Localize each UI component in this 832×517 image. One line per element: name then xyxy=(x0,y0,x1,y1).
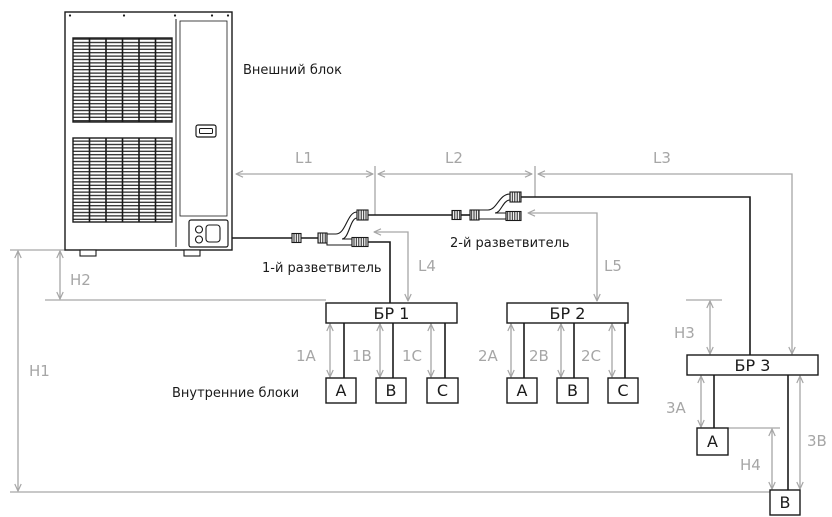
branch-2-label: 2-й разветвитель xyxy=(450,236,570,251)
height-label-h3: H3 xyxy=(674,324,695,342)
run-label-3b: 3B xyxy=(807,432,827,450)
connector xyxy=(351,236,369,248)
distribution-box-label: БР 3 xyxy=(735,356,771,375)
pipe-branch2-to-br3 xyxy=(521,196,751,355)
indoor-unit-br3-b: B xyxy=(769,489,801,516)
distribution-box-3: БР 3 xyxy=(686,354,819,376)
length-label-l3: L3 xyxy=(653,149,671,167)
dimension-arrow-l4 xyxy=(374,232,408,301)
indoor-unit-label: A xyxy=(707,432,718,451)
indoor-unit-label: C xyxy=(437,381,448,400)
fan-grille-bottom xyxy=(72,137,173,223)
indoor-unit-br1-a: A xyxy=(325,377,357,404)
connector xyxy=(291,232,302,244)
indoor-units-label: Внутренние блоки xyxy=(172,386,299,401)
run-label-1b: 1B xyxy=(352,347,372,365)
run-label-2a: 2A xyxy=(478,347,499,365)
indoor-unit-label: B xyxy=(567,381,578,400)
indoor-unit-br2-a: A xyxy=(506,377,538,404)
screw xyxy=(210,14,214,17)
screw xyxy=(122,14,126,17)
height-label-h2: H2 xyxy=(70,271,91,289)
indoor-unit-br2-b: B xyxy=(556,377,589,404)
run-label-1a: 1A xyxy=(296,347,317,365)
refrigerant-pipes xyxy=(232,196,789,490)
length-label-l2: L2 xyxy=(445,149,463,167)
indoor-unit-br1-c: C xyxy=(426,377,459,404)
run-label-2c: 2C xyxy=(581,347,601,365)
indoor-unit-label: B xyxy=(780,493,791,512)
outdoor-unit-label: Внешний блок xyxy=(243,63,342,78)
connector xyxy=(505,210,522,222)
run-label-3a: 3A xyxy=(666,399,687,417)
dimension-arrow-l3 xyxy=(538,174,792,354)
side-panel xyxy=(179,20,228,217)
screw xyxy=(68,14,72,17)
run-label-2b: 2B xyxy=(529,347,549,365)
indoor-unit-label: C xyxy=(617,381,628,400)
unit-feet xyxy=(79,249,201,257)
connector xyxy=(451,209,462,221)
handle-icon xyxy=(195,124,217,138)
connector xyxy=(356,209,369,221)
connector xyxy=(317,232,328,244)
pipe-branch1-to-br1 xyxy=(368,241,391,303)
top-screws xyxy=(68,14,230,17)
service-valve-cover xyxy=(188,219,229,248)
screw xyxy=(173,14,177,17)
length-label-l5: L5 xyxy=(604,257,622,275)
branch-joint-1 xyxy=(291,209,369,248)
fan-grille-top xyxy=(72,37,173,123)
indoor-unit-br3-a: A xyxy=(696,427,729,456)
distribution-box-1: БР 1 xyxy=(325,302,458,324)
indoor-unit-br1-b: B xyxy=(375,377,407,404)
length-label-l1: L1 xyxy=(295,149,313,167)
y-joint-body xyxy=(478,193,511,220)
connector xyxy=(469,209,480,221)
length-label-l4: L4 xyxy=(418,257,436,275)
distribution-box-label: БР 2 xyxy=(550,304,586,323)
height-label-h4: H4 xyxy=(740,456,761,474)
dimension-arrow-l5 xyxy=(528,213,597,301)
height-label-h1: H1 xyxy=(29,362,50,380)
dimension-lines xyxy=(10,166,800,493)
branch-joint-2 xyxy=(451,191,522,222)
indoor-unit-br2-c: C xyxy=(607,377,639,404)
branch-1-label: 1-й разветвитель xyxy=(262,261,382,276)
valve-port xyxy=(194,225,204,234)
indoor-unit-label: A xyxy=(336,381,347,400)
screw xyxy=(226,14,230,17)
run-label-1c: 1C xyxy=(402,347,422,365)
indoor-unit-label: A xyxy=(517,381,528,400)
distribution-box-2: БР 2 xyxy=(506,302,629,324)
valve-port xyxy=(194,235,204,244)
indoor-unit-label: B xyxy=(386,381,397,400)
outdoor-unit xyxy=(64,11,233,257)
distribution-box-label: БР 1 xyxy=(374,304,410,323)
connector xyxy=(509,191,522,203)
